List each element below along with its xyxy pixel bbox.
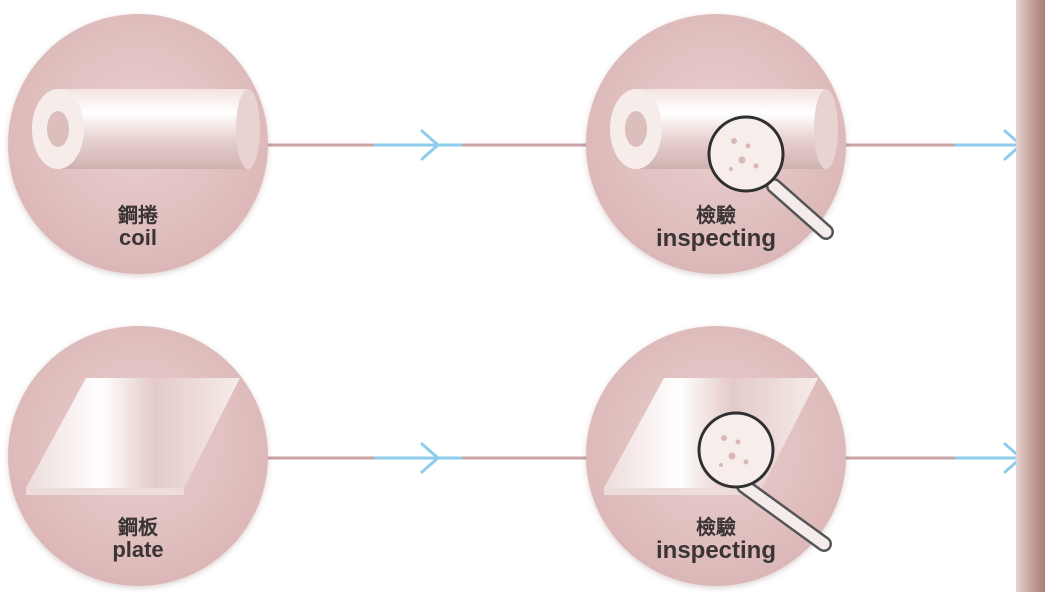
inspect-coil-graphic — [610, 89, 838, 240]
label-en: inspecting — [655, 537, 776, 564]
inspect-plate-graphic — [604, 378, 832, 552]
node-coil: 鋼捲 coil — [8, 14, 268, 274]
magnifier-icon — [697, 411, 832, 552]
label-en: plate — [112, 537, 164, 562]
plate-icon — [26, 378, 240, 495]
node-inspecting-coil: 檢驗 inspecting — [586, 14, 846, 274]
node-inspecting-plate: 檢驗 inspecting — [586, 326, 846, 586]
label-zh: 鋼板 — [118, 515, 158, 539]
arrow-right-icon — [420, 129, 440, 161]
label-coil: 鋼捲 coil — [8, 204, 268, 250]
connector-inspect-to-next-1 — [845, 129, 1030, 161]
label-zh: 檢驗 — [696, 515, 736, 539]
page-edge-shadow — [1016, 0, 1045, 592]
label-en: coil — [119, 225, 157, 250]
coil-icon — [32, 89, 260, 169]
label-inspecting-2: 檢驗 inspecting — [586, 516, 846, 564]
arrow-right-icon — [420, 442, 440, 474]
connector-plate-to-inspect — [262, 442, 602, 474]
label-plate: 鋼板 plate — [8, 516, 268, 562]
connector-coil-to-inspect — [262, 129, 602, 161]
label-zh: 鋼捲 — [118, 203, 158, 227]
connector-inspect-to-next-2 — [845, 442, 1030, 474]
label-zh: 檢驗 — [696, 203, 736, 227]
node-plate: 鋼板 plate — [8, 326, 268, 586]
label-en: inspecting — [655, 225, 776, 252]
magnifier-icon — [707, 115, 834, 240]
label-inspecting-1: 檢驗 inspecting — [586, 204, 846, 252]
